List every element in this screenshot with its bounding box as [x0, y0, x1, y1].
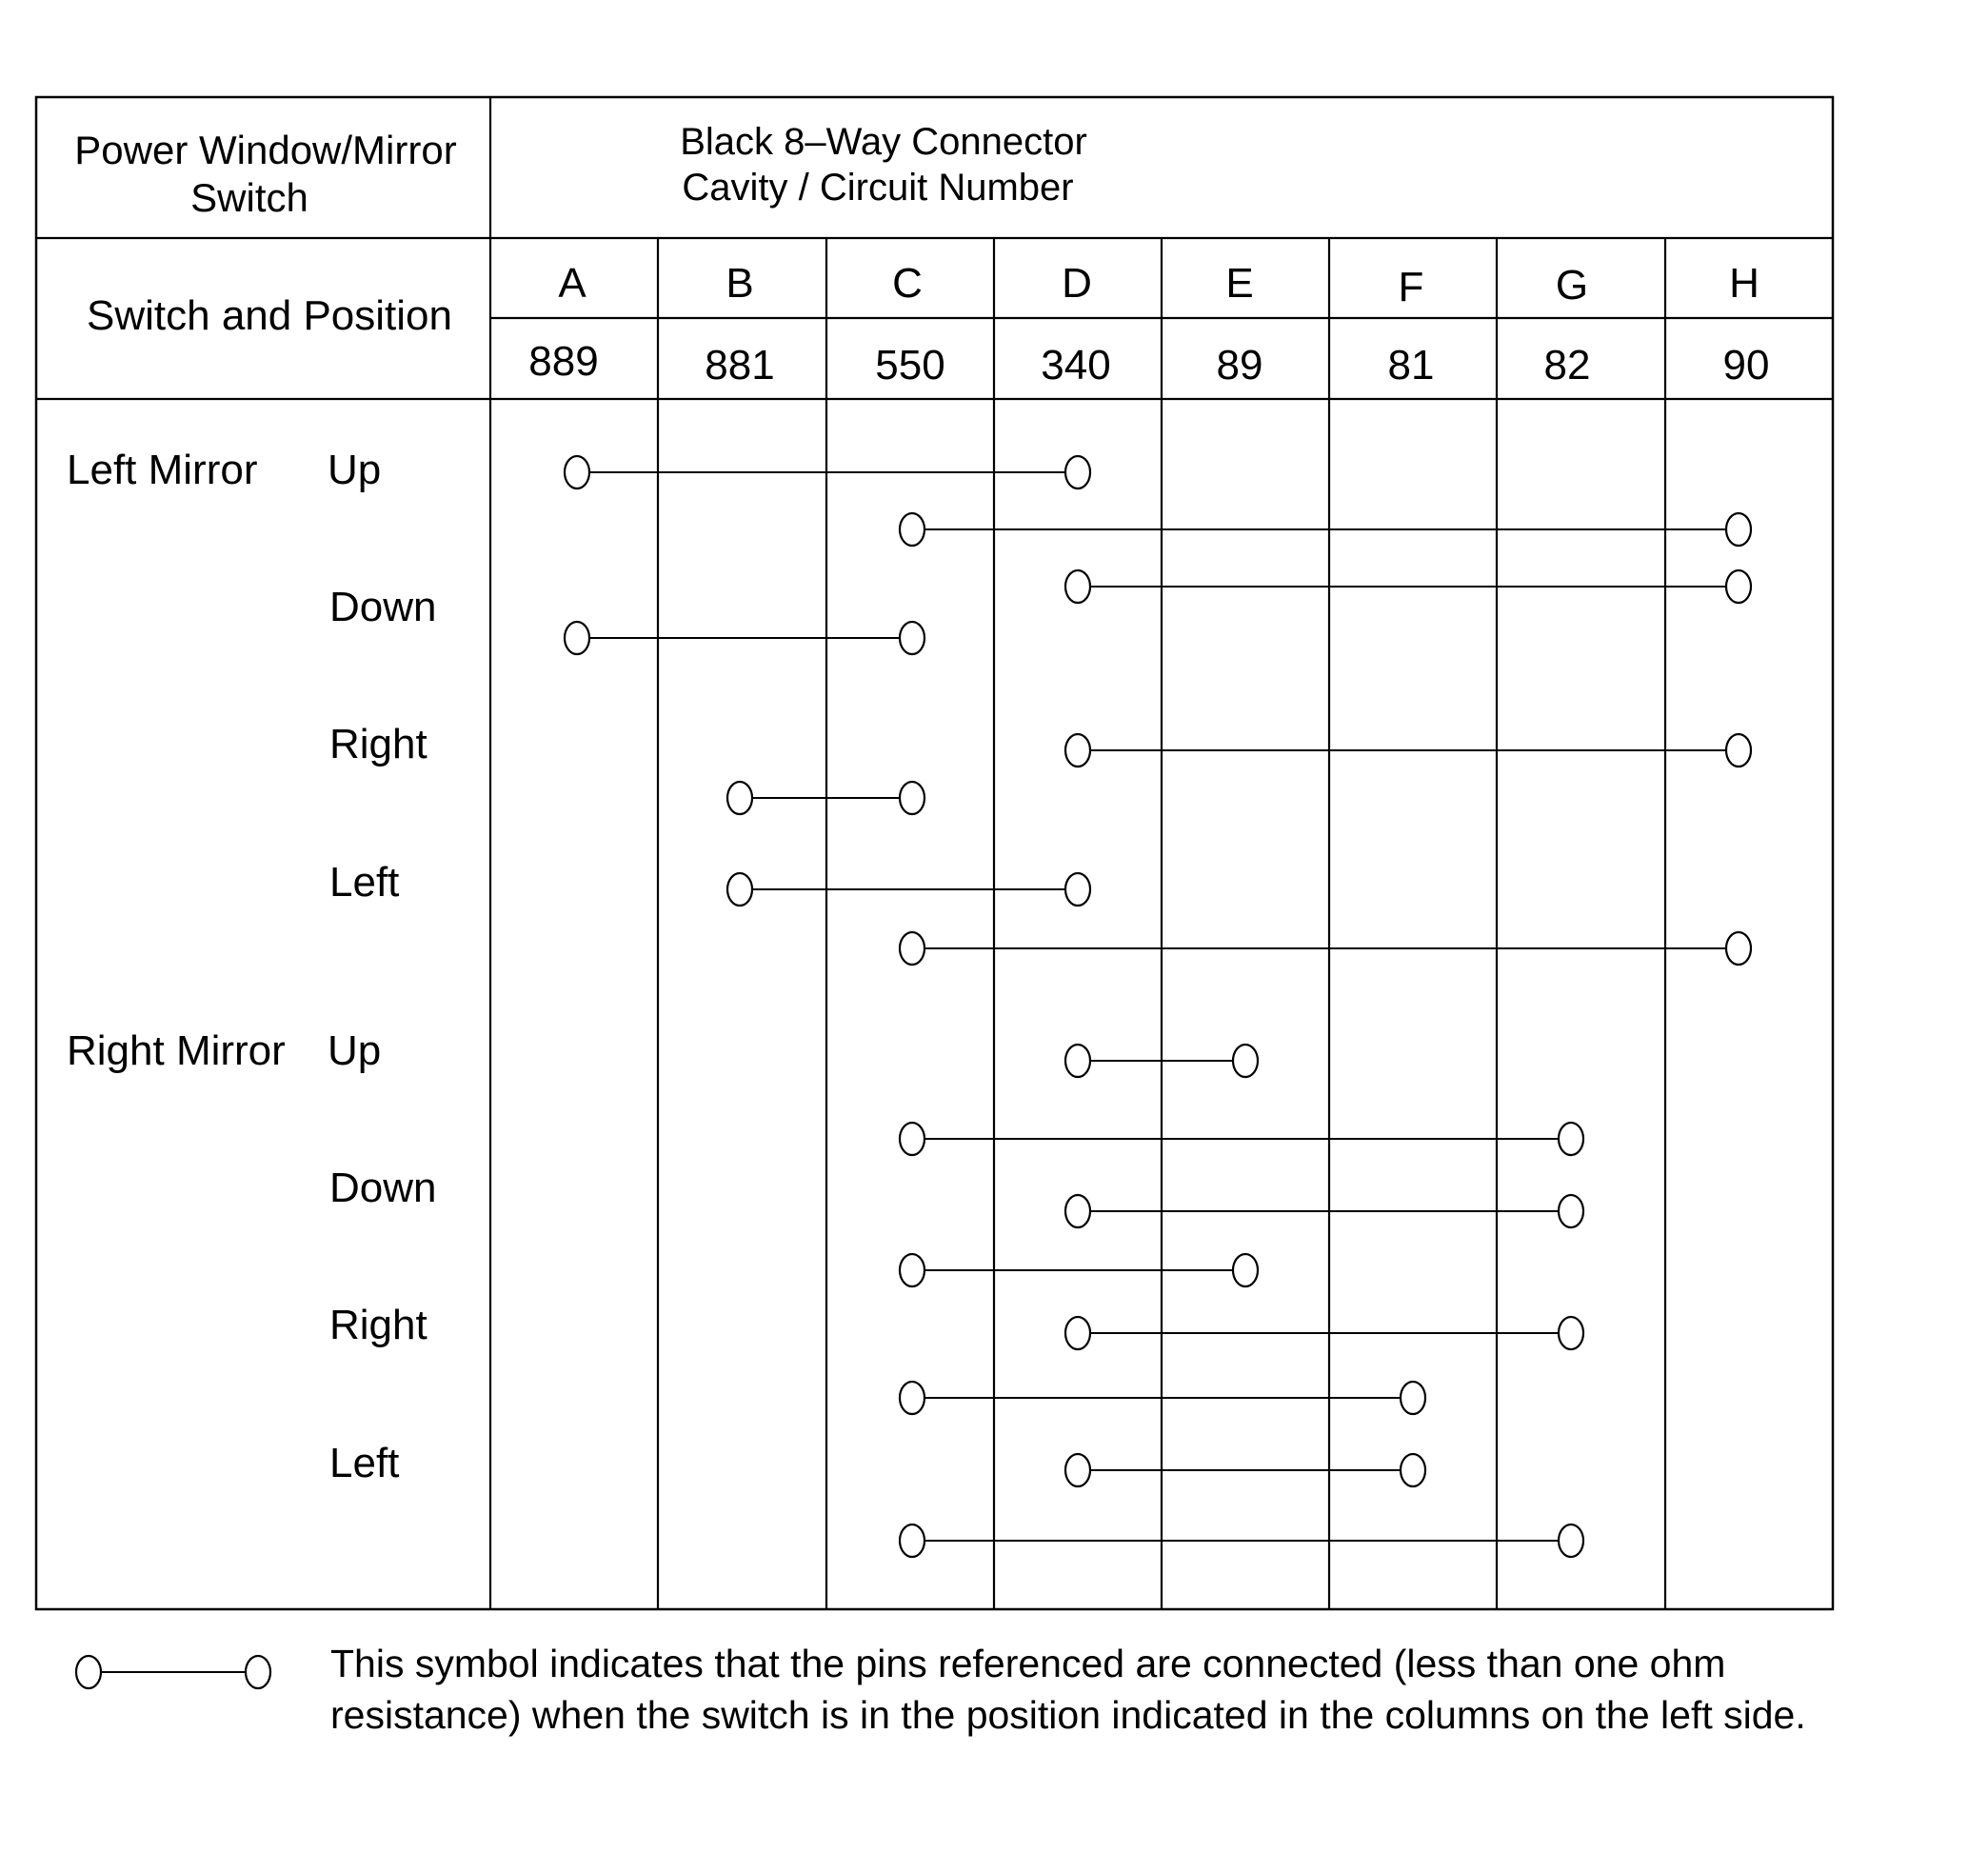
- pin-circle: [563, 454, 591, 490]
- table-grid: [34, 95, 1835, 1611]
- position-label: Up: [328, 1027, 381, 1074]
- group-label-right-mirror: Right Mirror: [67, 1027, 286, 1074]
- pin-circle: [1399, 1380, 1427, 1416]
- pin-circle: [1064, 732, 1092, 768]
- pin-circle: [1064, 871, 1092, 907]
- pin-circle: [1064, 454, 1092, 490]
- position-label: Left: [329, 859, 399, 906]
- pin-circle: [898, 930, 926, 966]
- connector-title-line1: Black 8–Way Connector: [680, 121, 1087, 163]
- legend-pin: [74, 1654, 103, 1690]
- circuit-number-d: 340: [1041, 342, 1110, 389]
- pin-circle: [1064, 1315, 1092, 1351]
- pin-circle: [1724, 732, 1753, 768]
- circuit-number-b: 881: [705, 342, 774, 389]
- circuit-number-e: 89: [1217, 342, 1263, 389]
- cavity-label-c: C: [892, 260, 923, 307]
- pin-circle: [1231, 1043, 1260, 1079]
- position-label: Down: [329, 584, 437, 630]
- position-label: Up: [328, 447, 381, 493]
- pin-circle: [1557, 1121, 1585, 1157]
- connection-symbols: [563, 454, 1753, 1559]
- legend-pin: [244, 1654, 272, 1690]
- pin-circle: [1064, 568, 1092, 605]
- pin-circle: [898, 1121, 926, 1157]
- circuit-header-row: 889 881 550 340 89 81 82 90: [528, 338, 1769, 389]
- cavity-label-a: A: [558, 260, 586, 307]
- connector-title-line2: Cavity / Circuit Number: [682, 167, 1073, 209]
- cavity-label-g: G: [1556, 262, 1588, 309]
- pin-circle: [1557, 1315, 1585, 1351]
- legend-description: This symbol indicates that the pins refe…: [330, 1642, 1806, 1737]
- pin-circle: [1557, 1193, 1585, 1229]
- circuit-number-a: 889: [528, 338, 598, 385]
- pin-circle: [1724, 568, 1753, 605]
- pin-circle: [1724, 930, 1753, 966]
- pin-circle: [898, 780, 926, 816]
- cavity-label-d: D: [1062, 260, 1092, 307]
- cavity-label-e: E: [1225, 260, 1253, 307]
- position-label: Left: [329, 1440, 399, 1486]
- position-label: Right: [329, 1302, 427, 1348]
- circuit-number-c: 550: [875, 342, 944, 389]
- pin-circle: [1231, 1252, 1260, 1288]
- pin-circle: [726, 780, 754, 816]
- circuit-number-f: 81: [1388, 342, 1435, 389]
- pin-circle: [1399, 1452, 1427, 1488]
- pin-circle: [898, 1523, 926, 1559]
- cavity-label-b: B: [726, 260, 753, 307]
- pin-circle: [1064, 1452, 1092, 1488]
- pin-circle: [898, 620, 926, 656]
- pin-circle: [563, 620, 591, 656]
- legend-symbol: [74, 1654, 272, 1690]
- circuit-number-h: 90: [1723, 342, 1770, 389]
- switch-position-label: Switch and Position: [87, 292, 452, 339]
- cavity-label-f: F: [1399, 264, 1424, 310]
- circuit-number-g: 82: [1544, 342, 1591, 389]
- pin-circle: [1064, 1043, 1092, 1079]
- pin-circle: [1557, 1523, 1585, 1559]
- switch-title-line2: Switch: [190, 175, 308, 220]
- row-labels: Left Mirror Up Down Right Left Right Mir…: [67, 447, 437, 1486]
- pin-circle: [898, 1380, 926, 1416]
- pin-circle: [898, 1252, 926, 1288]
- position-label: Down: [329, 1165, 437, 1211]
- cavity-header-row: A B C D E F G H: [558, 260, 1759, 310]
- pin-circle: [1724, 511, 1753, 548]
- position-label: Right: [329, 721, 427, 767]
- switch-title-line1: Power Window/Mirror: [74, 128, 456, 172]
- pin-circle: [898, 511, 926, 548]
- pin-circle: [1064, 1193, 1092, 1229]
- pin-circle: [726, 871, 754, 907]
- cavity-label-h: H: [1729, 260, 1759, 307]
- group-label-left-mirror: Left Mirror: [67, 447, 257, 493]
